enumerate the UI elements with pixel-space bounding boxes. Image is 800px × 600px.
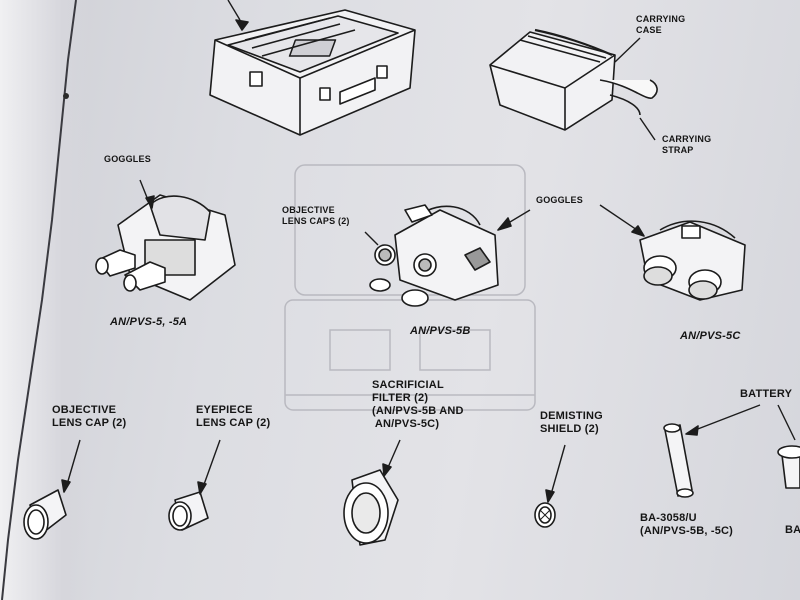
sacrificial-filter-label: SACRIFICIAL FILTER (2) (AN/PVS-5B AND AN… bbox=[372, 379, 464, 430]
transport-case-illustration bbox=[209, 0, 416, 136]
battery-label: BATTERY bbox=[740, 388, 793, 400]
goggles-center-label: GOGGLES bbox=[536, 195, 583, 205]
battery-model-label: BA-3058/U (AN/PVS-5B, -5C) bbox=[640, 512, 734, 537]
eyepiece-lens-cap-label: EYEPIECE LENS CAP (2) bbox=[196, 404, 271, 429]
goggles-pvs5-illustration bbox=[95, 179, 236, 301]
model-pvs5b-caption: AN/PVS-5B bbox=[410, 325, 471, 337]
demisting-shield-illustration bbox=[534, 444, 566, 528]
objective-lens-cap-label: OBJECTIVE LENS CAP (2) bbox=[52, 404, 127, 429]
battery-illustration bbox=[663, 404, 800, 498]
demisting-shield-label: DEMISTING SHIELD (2) bbox=[540, 410, 603, 435]
model-pvs5-caption: AN/PVS-5, -5A bbox=[110, 316, 188, 328]
goggles-pvs5c-illustration bbox=[599, 204, 746, 301]
model-pvs5c-caption: AN/PVS-5C bbox=[680, 330, 741, 342]
carrying-case-illustration bbox=[489, 28, 658, 141]
goggles-left-label: GOGGLES bbox=[104, 154, 151, 164]
carrying-strap-label: CARRYING STRAP bbox=[662, 134, 712, 155]
sacrificial-filter-illustration bbox=[343, 439, 401, 546]
goggles-pvs5b-illustration bbox=[364, 204, 531, 307]
eyepiece-lens-cap-illustration bbox=[168, 439, 221, 531]
objective-lens-caps-label: OBJECTIVE LENS CAPS (2) bbox=[282, 205, 350, 226]
carrying-case-label: CARRYING CASE bbox=[636, 14, 686, 35]
battery-model-cut-label: BA bbox=[785, 524, 800, 536]
objective-lens-cap-illustration bbox=[23, 439, 81, 540]
